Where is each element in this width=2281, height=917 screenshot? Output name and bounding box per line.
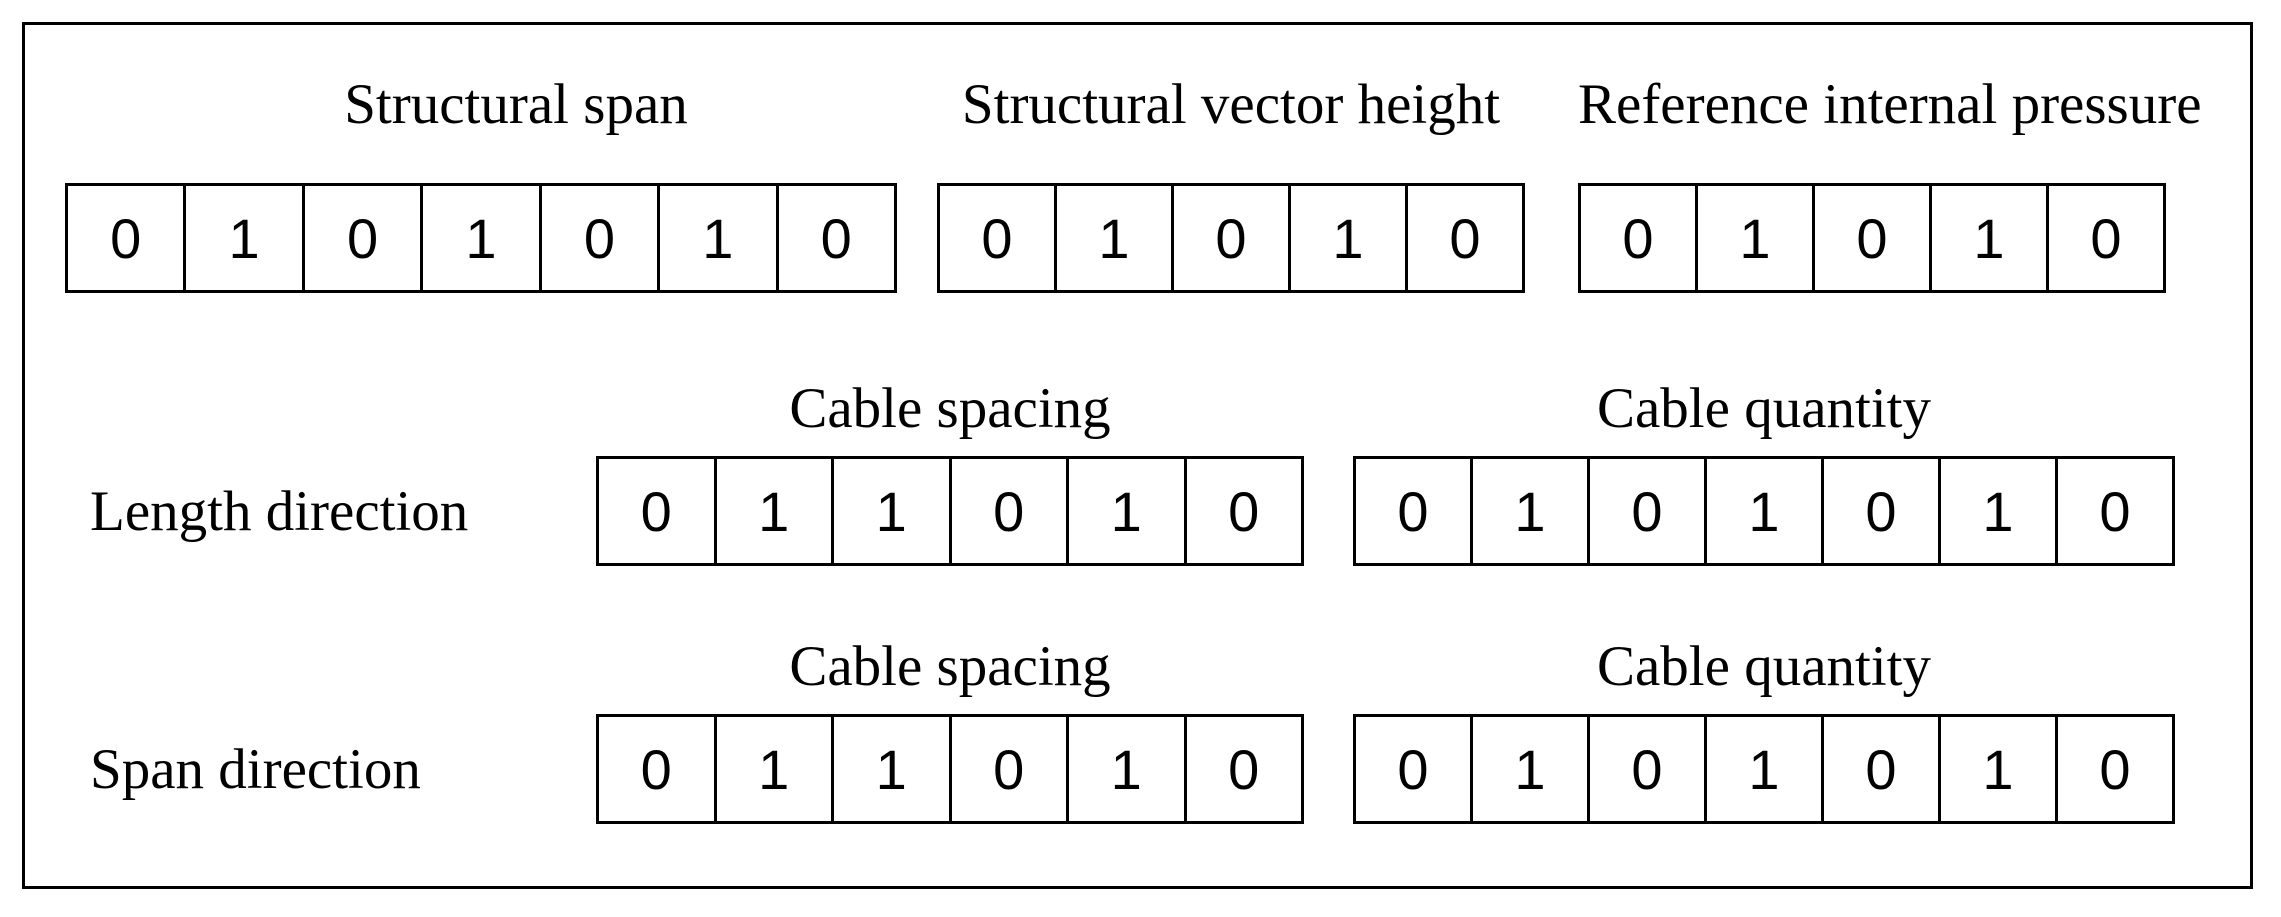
bit-cell: 0	[1622, 206, 1654, 270]
bit-cell: 0	[2055, 717, 2172, 821]
register-title-reference-internal-pressure: Reference internal pressure	[1578, 73, 2202, 136]
row-label-length-direction: Length direction	[90, 479, 469, 543]
bit-cell: 1	[713, 717, 832, 821]
bit-cell: 1	[1929, 186, 2046, 290]
register-title-structural-vector-height: Structural vector height	[961, 73, 1501, 136]
register-title-span-cable-quantity: Cable quantity	[1596, 635, 1931, 698]
bit-cell: 0	[1587, 717, 1704, 821]
bit-cell: 0	[110, 206, 142, 270]
row-label-span-direction: Span direction	[90, 737, 421, 801]
bit-cell: 0	[948, 717, 1067, 821]
bit-cell: 0	[2046, 186, 2163, 290]
bit-cell: 1	[1695, 186, 1812, 290]
bit-cell: 1	[1938, 459, 2055, 563]
bit-cell: 1	[831, 459, 949, 563]
bit-cell: 0	[1812, 186, 1929, 290]
bit-cell: 0	[1397, 479, 1429, 543]
bit-cell: 1	[1704, 459, 1821, 563]
bit-cell: 0	[1821, 717, 1938, 821]
bit-cell: 1	[1066, 717, 1184, 821]
bit-cell: 0	[1397, 737, 1429, 801]
bit-cell: 1	[657, 186, 775, 290]
bit-cell: 1	[183, 186, 301, 290]
bit-cell: 0	[640, 479, 672, 543]
bit-cell: 0	[1183, 459, 1302, 563]
bit-cell: 0	[1405, 186, 1522, 290]
register-title-structural-span: Structural span	[344, 73, 688, 136]
bit-cell: 1	[831, 717, 949, 821]
bit-cell: 0	[2055, 459, 2172, 563]
bit-cell: 1	[1054, 186, 1171, 290]
register-title-span-cable-spacing: Cable spacing	[789, 635, 1111, 698]
register-title-length-cable-spacing: Cable spacing	[789, 377, 1111, 440]
bit-cell: 0	[301, 186, 420, 290]
bit-cell: 1	[1470, 717, 1587, 821]
bit-cell: 1	[1704, 717, 1821, 821]
bit-cell: 1	[713, 459, 832, 563]
bit-cell: 0	[538, 186, 657, 290]
bit-cell: 0	[1587, 459, 1704, 563]
bit-cell: 0	[640, 737, 672, 801]
register-title-length-cable-quantity: Cable quantity	[1596, 377, 1931, 440]
bit-cell: 0	[948, 459, 1067, 563]
bit-cell: 1	[1288, 186, 1405, 290]
bit-cell: 1	[1938, 717, 2055, 821]
bit-cell: 1	[1066, 459, 1184, 563]
bit-cell: 0	[1183, 717, 1302, 821]
bit-cell: 0	[981, 206, 1013, 270]
bit-cell: 1	[420, 186, 538, 290]
bit-cell: 1	[1470, 459, 1587, 563]
bit-cell: 0	[1171, 186, 1288, 290]
bit-cell: 0	[775, 186, 894, 290]
bit-cell: 0	[1821, 459, 1938, 563]
